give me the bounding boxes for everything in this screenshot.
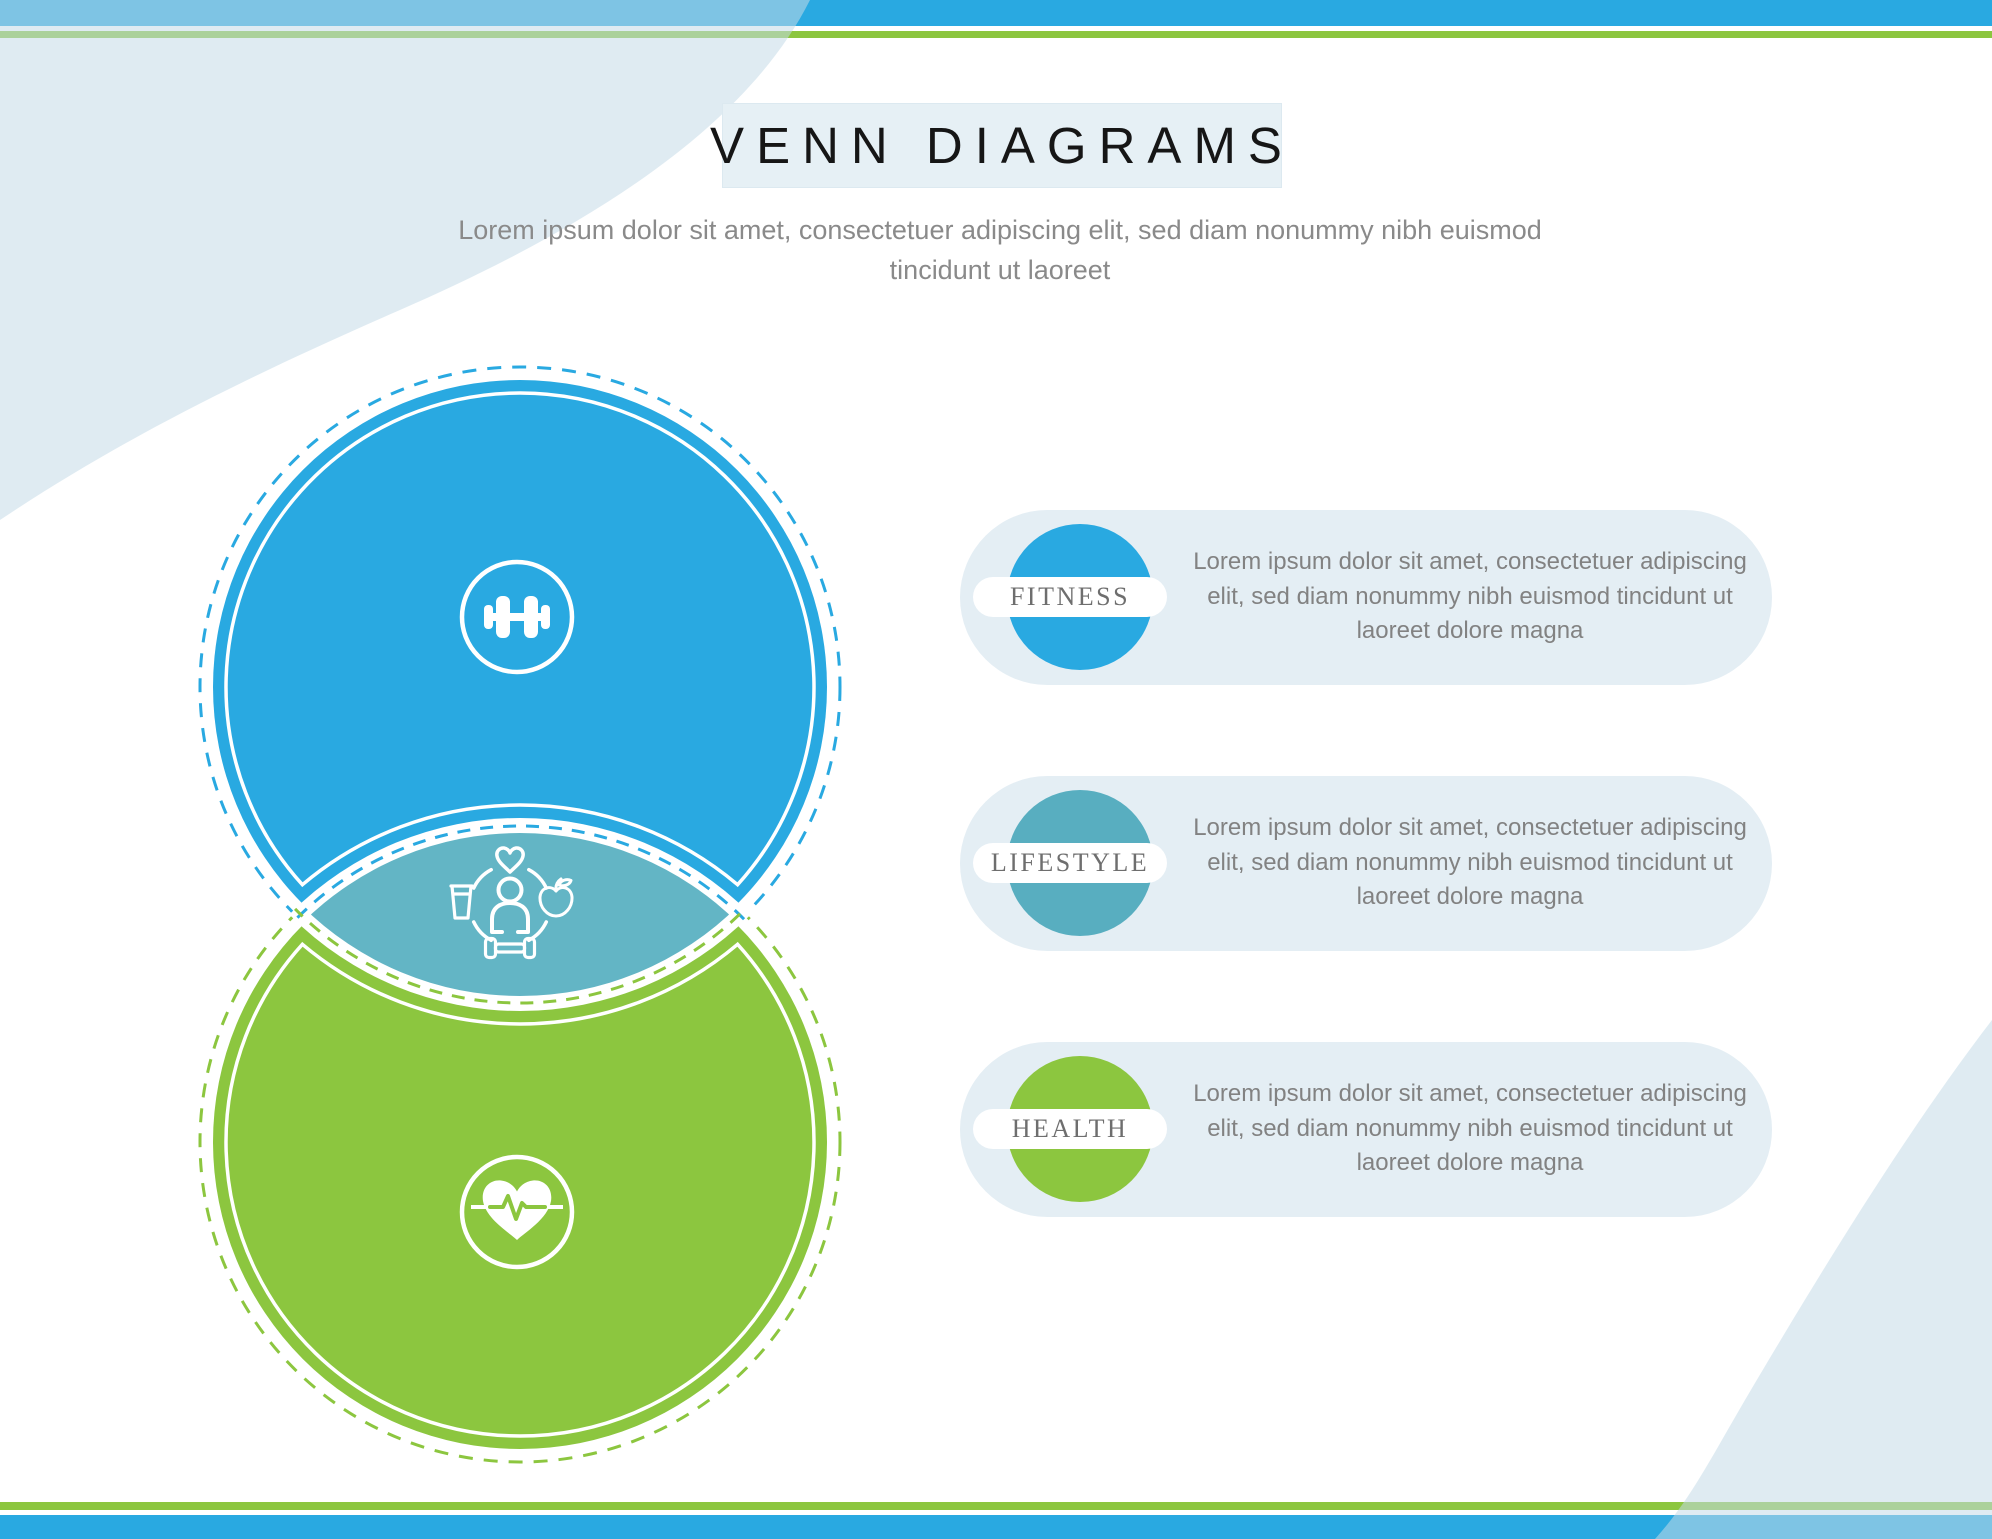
page-title-box: VENN DIAGRAMS	[710, 103, 1282, 188]
legend-text-fitness: Lorem ipsum dolor sit amet, consectetuer…	[1193, 548, 1747, 644]
legend-text-health: Lorem ipsum dolor sit amet, consectetuer…	[1193, 1080, 1747, 1176]
page-title: VENN DIAGRAMS	[710, 117, 1294, 174]
legend-item-fitness: FITNESS Lorem ipsum dolor sit amet, cons…	[960, 510, 1772, 685]
legend-text-lifestyle: Lorem ipsum dolor sit amet, consectetuer…	[1193, 814, 1747, 910]
bottom-bar-green	[0, 1502, 1992, 1510]
top-bar-green	[0, 31, 1992, 38]
heart-pulse-icon	[459, 1154, 575, 1270]
legend-label-lifestyle: LIFESTYLE	[990, 848, 1150, 877]
dumbbell-icon	[459, 559, 575, 675]
legend-label-banner: HEALTH	[973, 1109, 1167, 1149]
page-subtitle-line2: tincidunt ut laoreet	[889, 255, 1111, 285]
person-torso	[490, 901, 530, 934]
small-heart-icon	[495, 846, 525, 874]
legend-label-health: HEALTH	[1011, 1114, 1129, 1143]
lifestyle-icon	[449, 846, 574, 960]
legend-label-banner: FITNESS	[973, 577, 1167, 617]
legend-label-fitness: FITNESS	[1009, 582, 1131, 611]
legend-item-health: HEALTH Lorem ipsum dolor sit amet, conse…	[960, 1042, 1772, 1217]
legend-label-banner: LIFESTYLE	[973, 843, 1167, 883]
health-inner-outline	[224, 941, 816, 1438]
legend-item-lifestyle: LIFESTYLE Lorem ipsum dolor sit amet, co…	[960, 776, 1772, 951]
page-subtitle-line1: Lorem ipsum dolor sit amet, consectetuer…	[458, 215, 1542, 245]
page-subtitle: Lorem ipsum dolor sit amet, consectetuer…	[200, 210, 1800, 290]
small-dumbbell-icon	[483, 936, 537, 960]
glass-icon	[449, 884, 474, 920]
apple-icon	[538, 877, 574, 918]
